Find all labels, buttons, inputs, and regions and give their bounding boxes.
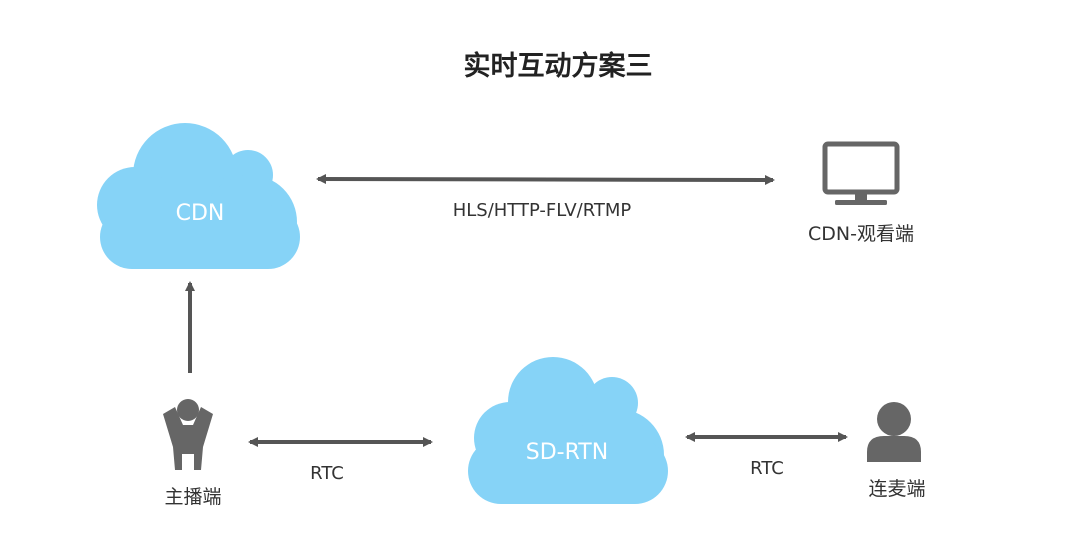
cdn-label: CDN bbox=[176, 201, 225, 226]
cdn-cloud-icon bbox=[97, 123, 300, 269]
person-arms-up-icon bbox=[163, 399, 213, 470]
co-host-label: 连麦端 bbox=[868, 478, 925, 500]
broadcaster-label: 主播端 bbox=[164, 486, 221, 508]
cdn-viewer-edge-label: HLS/HTTP-FLV/RTMP bbox=[453, 200, 632, 221]
sdrtn-cloud-icon bbox=[468, 357, 668, 504]
monitor-icon bbox=[822, 141, 900, 205]
page-title: 实时互动方案三 bbox=[464, 50, 653, 82]
cdn-viewer-arrow bbox=[316, 174, 775, 185]
user-icon bbox=[867, 402, 921, 462]
broadcaster-sdrtn-edge-label: RTC bbox=[310, 463, 344, 484]
viewer-label: CDN-观看端 bbox=[808, 223, 914, 245]
sdrtn-cohost-edge-label: RTC bbox=[750, 458, 784, 479]
sdrtn-label: SD-RTN bbox=[526, 440, 608, 465]
